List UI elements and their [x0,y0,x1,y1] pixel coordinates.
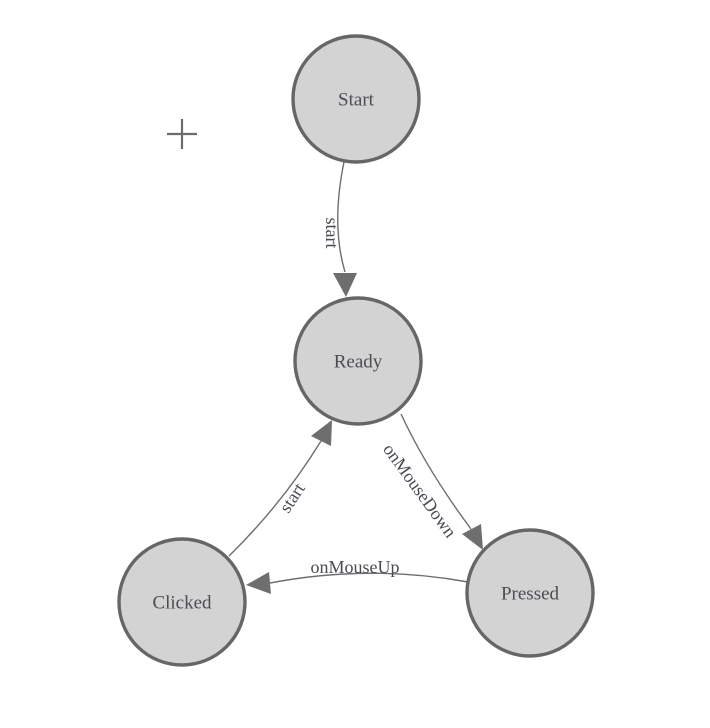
edge-pressed-to-clicked-line[interactable] [269,572,469,584]
node-ready-label: Ready [334,352,383,373]
edge-start-to-ready-line[interactable] [337,161,346,273]
node-clicked-circle[interactable] [117,537,247,667]
edge-clicked-to-ready[interactable]: start [228,420,332,557]
node-ready[interactable]: Ready [293,296,423,426]
plus-icon[interactable] [167,119,197,149]
node-clicked-label: Clicked [152,593,212,614]
edge-label-onmouseup: onMouseUp [311,557,400,577]
edge-start-to-ready-arrowhead [333,273,357,297]
node-pressed[interactable]: Pressed [465,528,595,658]
node-pressed-circle[interactable] [465,528,595,658]
node-start-label: Start [338,90,375,111]
edge-clicked-to-ready-arrowhead [311,420,332,446]
edge-label-start-2: start [275,479,309,516]
edge-start-to-ready[interactable]: start [322,161,357,297]
edge-pressed-to-clicked-arrowhead [246,572,271,594]
edge-pressed-to-clicked[interactable]: onMouseUp [246,557,469,594]
edge-ready-to-pressed-arrowhead [462,524,483,550]
node-ready-circle[interactable] [293,296,423,426]
node-start-circle[interactable] [291,34,421,164]
edge-label-start-1: start [322,218,342,249]
edge-ready-to-pressed[interactable]: onMouseDown [379,413,483,550]
node-clicked[interactable]: Clicked [117,537,247,667]
edge-label-onmousedown: onMouseDown [379,440,460,542]
edge-ready-to-pressed-line[interactable] [400,413,472,530]
edge-clicked-to-ready-line[interactable] [228,440,322,557]
node-pressed-label: Pressed [501,584,560,605]
node-start[interactable]: Start [291,34,421,164]
